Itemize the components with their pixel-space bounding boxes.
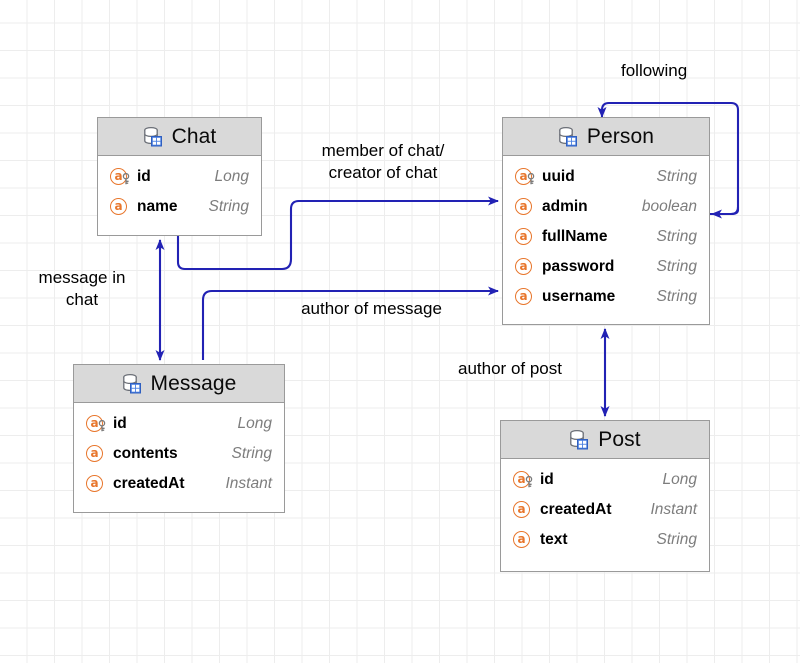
attribute-type: Instant	[225, 475, 272, 492]
edge-label-following: following	[621, 61, 688, 80]
key-glyph	[98, 419, 106, 431]
entity-title: Chat	[171, 124, 217, 148]
attribute-type: Long	[662, 471, 697, 488]
attribute-icon: a	[515, 227, 534, 247]
database-table-icon	[143, 126, 164, 147]
attribute-name: name	[137, 198, 178, 215]
attribute-type: String	[656, 258, 698, 275]
attribute-type: Instant	[650, 501, 697, 518]
edge-following-return	[711, 207, 740, 219]
database-table-icon	[569, 429, 590, 450]
attribute-key-icon: a	[513, 470, 533, 490]
entity-header-person[interactable]: Person	[503, 118, 709, 156]
attribute-name: id	[137, 168, 151, 185]
attribute-type: Long	[214, 168, 249, 185]
entity-header-post[interactable]: Post	[501, 421, 709, 459]
attribute-name: id	[540, 471, 554, 488]
attribute-icon: a	[86, 474, 105, 494]
database-table-icon	[558, 126, 579, 147]
entity-title: Person	[586, 124, 655, 148]
attribute-name: text	[540, 531, 568, 548]
attribute-row[interactable]: a contents String	[86, 439, 272, 469]
entity-title: Post	[598, 427, 641, 451]
attribute-type: String	[656, 531, 698, 548]
attribute-name: admin	[542, 198, 588, 215]
attribute-row[interactable]: a fullName String	[515, 222, 697, 252]
entity-header-chat[interactable]: Chat	[98, 118, 261, 156]
attribute-name: fullName	[542, 228, 608, 245]
edge-label-message-in-chat: message in chat	[38, 268, 126, 309]
attribute-name: username	[542, 288, 616, 305]
edge-label-author-of-message: author of message	[301, 299, 442, 318]
entity-title: Message	[150, 371, 237, 395]
attribute-name: id	[113, 415, 127, 432]
attribute-type: boolean	[641, 198, 697, 215]
attribute-name: uuid	[542, 168, 575, 185]
attribute-icon: a	[515, 197, 534, 217]
attribute-type: Long	[237, 415, 272, 432]
attribute-name: contents	[113, 445, 178, 462]
database-table-icon	[122, 373, 143, 394]
attribute-row[interactable]: a createdAt Instant	[86, 469, 272, 499]
edge-label-member-creator-of-chat: member of chat/ creator of chat	[321, 141, 445, 182]
attribute-icon: a	[513, 500, 532, 520]
attribute-key-icon: a	[110, 167, 130, 187]
attribute-type: String	[656, 168, 698, 185]
key-glyph	[527, 172, 535, 184]
attribute-row[interactable]: a createdAt Instant	[513, 495, 697, 525]
attribute-icon: a	[513, 530, 532, 550]
attribute-type: String	[656, 288, 698, 305]
attribute-icon: a	[110, 197, 129, 217]
entity-header-message[interactable]: Message	[74, 365, 284, 403]
attribute-name: createdAt	[113, 475, 185, 492]
attribute-icon: a	[515, 287, 534, 307]
attribute-name: createdAt	[540, 501, 612, 518]
attribute-type: String	[231, 445, 273, 462]
attribute-name: password	[542, 258, 615, 275]
edge-label-author-of-post: author of post	[458, 359, 562, 378]
attribute-icon: a	[515, 257, 534, 277]
attribute-row[interactable]: a password String	[515, 252, 697, 282]
attribute-type: String	[656, 228, 698, 245]
key-glyph	[525, 475, 533, 487]
key-glyph	[122, 172, 130, 184]
attribute-type: String	[208, 198, 250, 215]
attribute-icon: a	[86, 444, 105, 464]
attribute-key-icon: a	[86, 414, 106, 434]
attribute-row[interactable]: a username String	[515, 282, 697, 312]
attribute-key-icon: a	[515, 167, 535, 187]
